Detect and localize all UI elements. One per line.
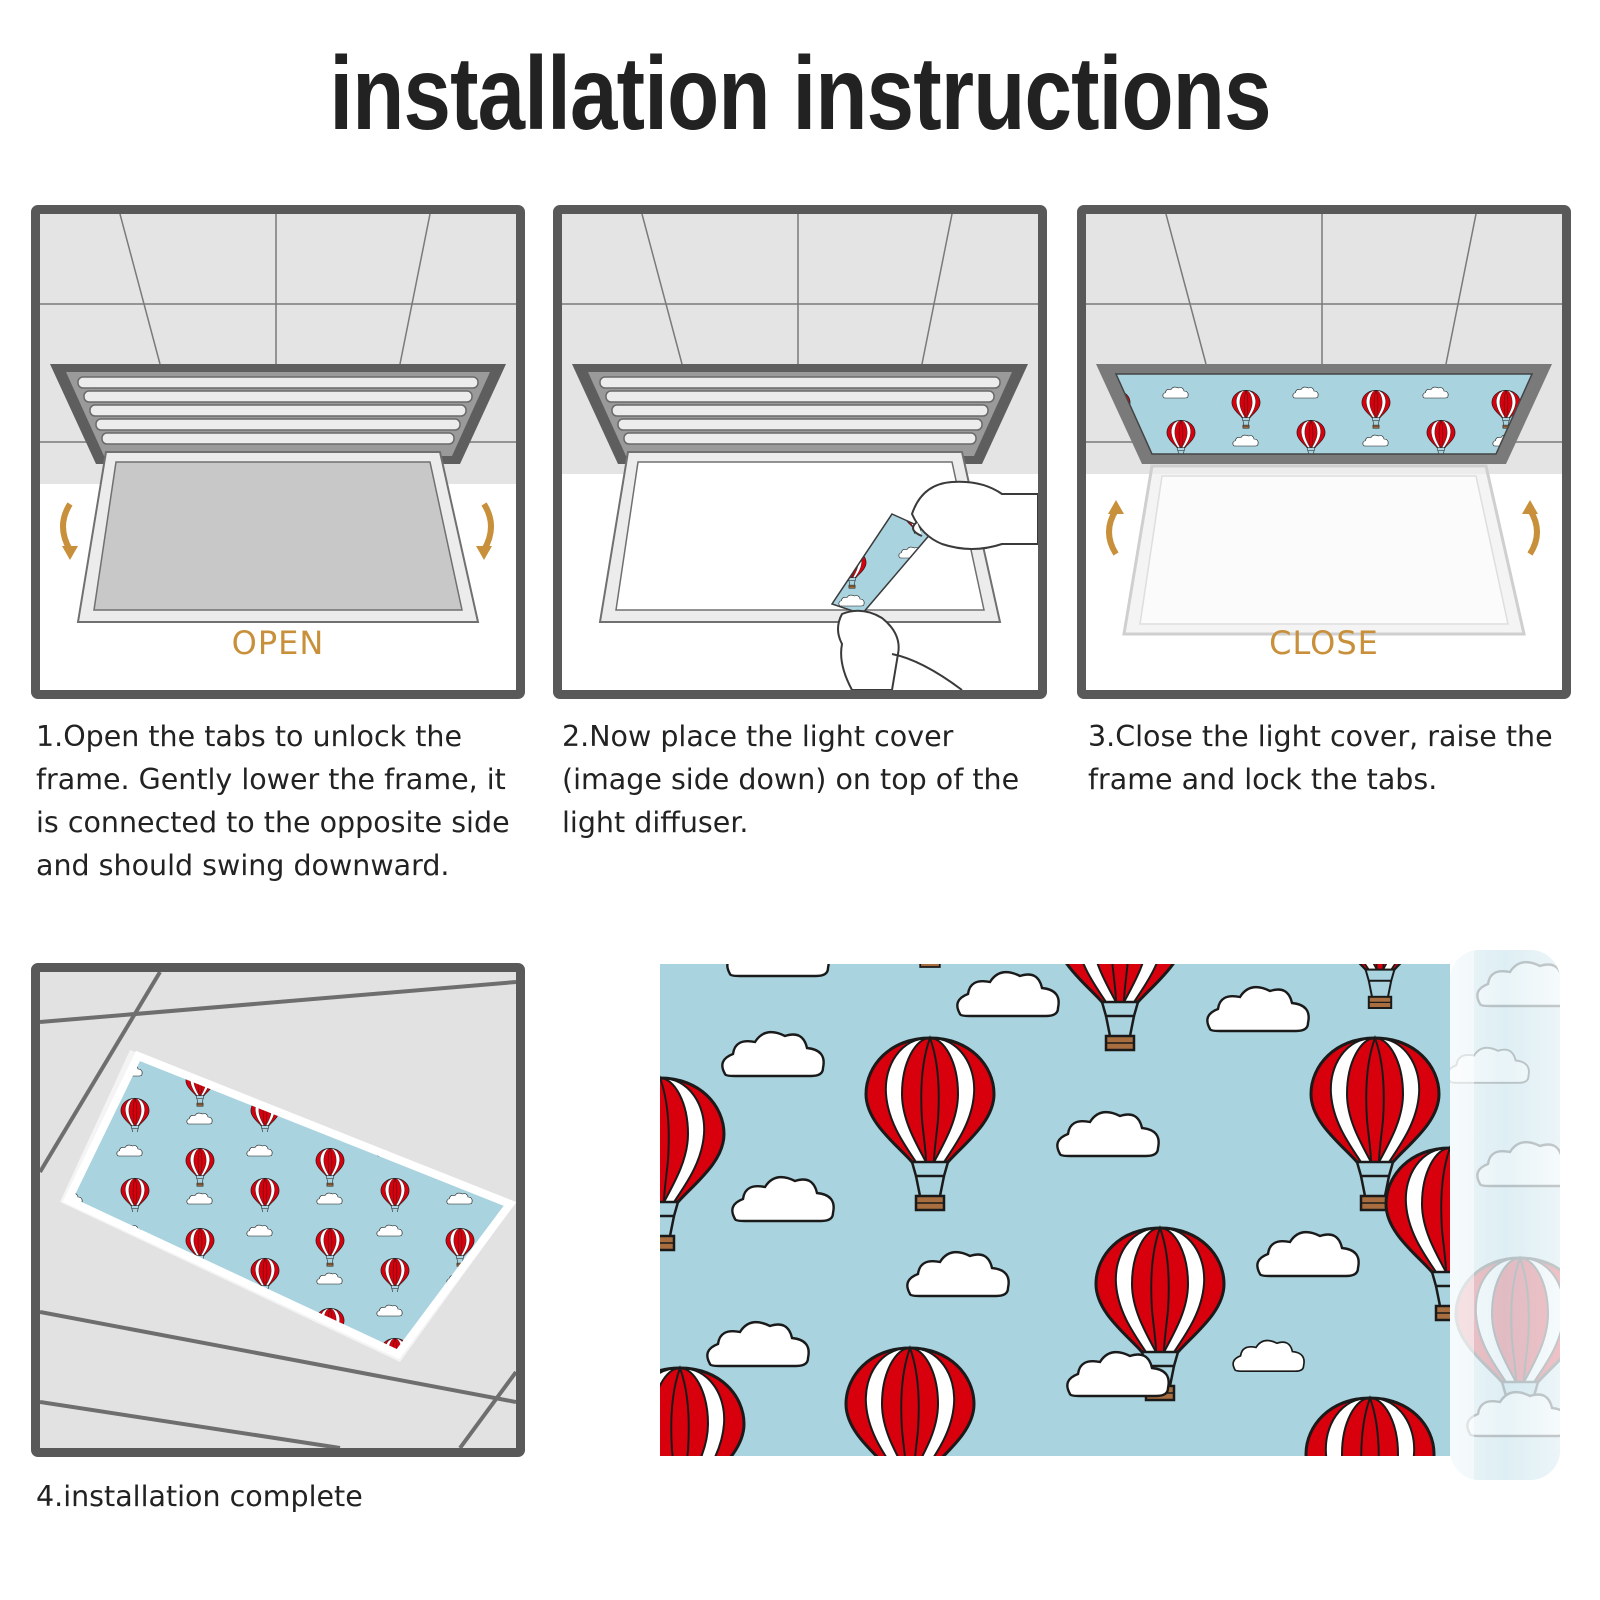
step-2-panel: [553, 205, 1047, 699]
page-title: installation instructions: [329, 36, 1271, 152]
hand-bottom-icon: [837, 609, 963, 690]
open-label: OPEN: [231, 624, 325, 662]
rotate-arrow-right-icon: [476, 502, 494, 560]
rotate-arrow-left-icon: [1106, 500, 1124, 556]
step-3-panel: CLOSE: [1077, 205, 1571, 699]
rotate-arrow-left-icon: [60, 502, 78, 560]
close-label: CLOSE: [1269, 624, 1379, 662]
step-1-caption: 1.Open the tabs to unlock the frame. Gen…: [36, 720, 510, 882]
step-1-panel: OPEN: [31, 205, 525, 699]
step-4-panel: [31, 963, 525, 1457]
step-2-caption: 2.Now place the light cover (image side …: [562, 720, 1020, 839]
step-4-caption: 4.installation complete: [36, 1480, 363, 1513]
hand-top-icon: [910, 480, 1038, 550]
light-cover-roll: [660, 950, 1560, 1480]
step-3-caption: 3.Close the light cover, raise the frame…: [1088, 720, 1553, 796]
rotate-arrow-right-icon: [1522, 500, 1540, 556]
